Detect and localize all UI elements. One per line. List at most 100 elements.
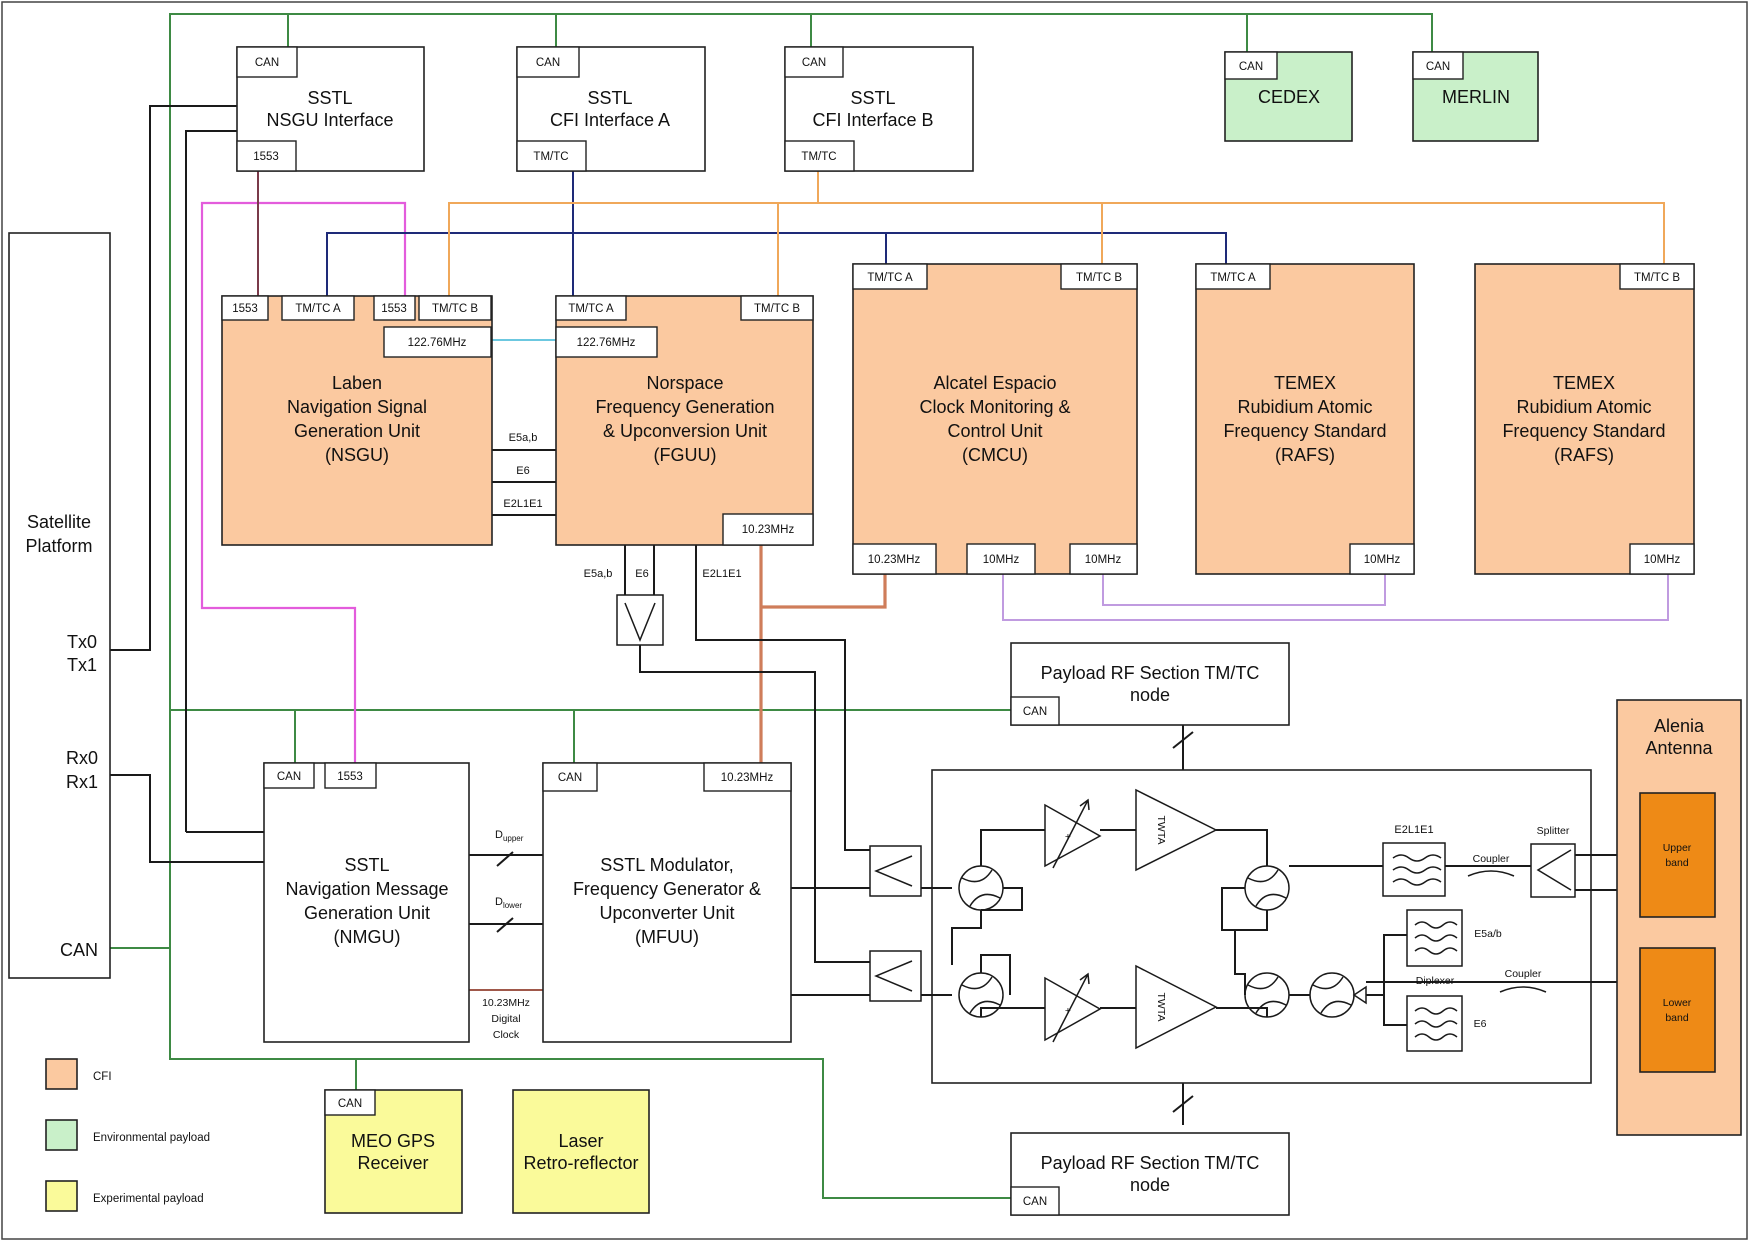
- laben-nsgu: 1553 TM/TC A 1553 TM/TC B 122.76MHz Labe…: [221, 295, 493, 546]
- rafs2-title-line1: TEMEX: [1553, 373, 1615, 393]
- meo-gps-receiver: CAN MEO GPS Receiver: [324, 1089, 463, 1214]
- laser-retro-reflector: Laser Retro-reflector: [512, 1089, 650, 1214]
- svg-text:+: +: [1065, 831, 1071, 843]
- d-lower-label: Dlower: [495, 896, 522, 910]
- port-rx0: Rx0: [66, 748, 98, 768]
- twta-bottom-label: TWTA: [1155, 993, 1167, 1022]
- nsgu-if-1553-port: 1553: [253, 151, 279, 163]
- sstl-cfi-interface-b: CAN TM/TC SSTL CFI Interface B: [784, 46, 974, 172]
- laser-title-line2: Retro-reflector: [523, 1153, 638, 1173]
- satellite-title-line2: Platform: [25, 536, 92, 556]
- sstl-nmgu: CAN 1553 SSTL Navigation Message Generat…: [263, 762, 470, 1043]
- sstl-nsgu-interface: CAN 1553 SSTL NSGU Interface: [236, 46, 425, 172]
- legend-environmental-swatch: [45, 1119, 78, 1151]
- cmcu-10mhz-in-b: 10MHz: [1085, 554, 1122, 566]
- lower-band-line2: band: [1665, 1012, 1689, 1024]
- tmtc-a-wires: [326, 170, 1227, 296]
- cedex-title: CEDEX: [1258, 87, 1320, 107]
- rafs1-title-line1: TEMEX: [1274, 373, 1336, 393]
- satellite-platform: Satellite Platform Tx0 Tx1 Rx0 Rx1 CAN: [8, 232, 111, 979]
- rf-bottom-title-line1: Payload RF Section TM/TC: [1041, 1153, 1260, 1173]
- cedex-unit: CAN CEDEX: [1224, 51, 1353, 142]
- nsgu-title-line1: Laben: [332, 373, 382, 393]
- nsgu-if-title-line2: NSGU Interface: [266, 110, 393, 130]
- nsgu-1553b-port: 1553: [381, 303, 407, 315]
- temex-rafs-2: TM/TC B 10MHz TEMEX Rubidium Atomic Freq…: [1474, 263, 1695, 575]
- port-can: CAN: [60, 940, 98, 960]
- port-rx1: Rx1: [66, 772, 98, 792]
- rafs2-10mhz-port: 10MHz: [1644, 554, 1681, 566]
- rf-top-title-line1: Payload RF Section TM/TC: [1041, 663, 1260, 683]
- cfi-a-tmtc-port: TM/TC: [533, 151, 568, 163]
- rafs1-title-line3: Frequency Standard: [1223, 421, 1386, 441]
- nsgu-clock-port: 122.76MHz: [408, 337, 467, 349]
- nsgu-title-line3: Generation Unit: [294, 421, 420, 441]
- nsgu-tmtcb-port: TM/TC B: [432, 303, 478, 315]
- nsgu-tmtca-port: TM/TC A: [295, 303, 341, 315]
- upper-band-line2: band: [1665, 857, 1689, 869]
- satellite-title-line1: Satellite: [27, 512, 91, 532]
- filter-e2l1e1-icon: [1382, 842, 1446, 897]
- cfi-b-title-line1: SSTL: [850, 88, 895, 108]
- coupler-bottom-label: Coupler: [1505, 968, 1542, 980]
- nsgu-if-can-port: CAN: [255, 57, 279, 69]
- merlin-can-port: CAN: [1426, 61, 1450, 73]
- port-tx1: Tx1: [67, 655, 97, 675]
- rafs1-title-line2: Rubidium Atomic: [1237, 397, 1372, 417]
- payload-rf-tmtc-node-top: CAN Payload RF Section TM/TC node: [1010, 642, 1290, 726]
- 1553-bus-wires: [200, 170, 407, 763]
- digital-clock-line1: 10.23MHz: [482, 997, 530, 1009]
- fguu-out-e2l1e1: E2L1E1: [702, 568, 741, 580]
- output-switch-top-icon: [1244, 865, 1290, 911]
- filter-e6-label: E6: [1474, 1018, 1487, 1030]
- coupler-top-label: Coupler: [1473, 853, 1510, 865]
- fguu-ref-port: 10.23MHz: [742, 524, 795, 536]
- antenna-title-line1: Alenia: [1654, 716, 1705, 736]
- rf-section: + + TWTA TWTA: [869, 769, 1640, 1084]
- cmcu-title-line2: Clock Monitoring &: [919, 397, 1070, 417]
- input-switch-bottom-icon: [958, 972, 1004, 1018]
- platform-data-wires: [110, 105, 264, 863]
- combiner-icon: [616, 594, 664, 646]
- rf-input-combiner-bottom-icon: [869, 950, 922, 1002]
- mfuu-can-port: CAN: [558, 772, 582, 784]
- nmgu-title-line2: Navigation Message: [285, 879, 448, 899]
- digital-clock-line2: Digital: [491, 1013, 520, 1025]
- digital-clock-line3: Clock: [493, 1029, 520, 1041]
- channel-amplifier-top-icon: +: [1044, 798, 1102, 869]
- rafs2-title-line3: Frequency Standard: [1502, 421, 1665, 441]
- rafs2-title-line4: (RAFS): [1554, 445, 1614, 465]
- fguu-title-line4: (FGUU): [654, 445, 717, 465]
- twta-top-icon: TWTA: [1135, 788, 1218, 872]
- cmcu-10mhz-in-a: 10MHz: [983, 554, 1020, 566]
- legend-experimental-label: Experimental payload: [93, 1193, 204, 1205]
- mfuu-ref-port: 10.23MHz: [721, 772, 774, 784]
- can-bus-wires: [110, 13, 1433, 1199]
- nsgu-if-title-line1: SSTL: [307, 88, 352, 108]
- cmcu-title-line1: Alcatel Espacio: [933, 373, 1056, 393]
- cfi-b-can-port: CAN: [802, 57, 826, 69]
- fguu-tmtcb-port: TM/TC B: [754, 303, 800, 315]
- gps-title-line1: MEO GPS: [351, 1131, 435, 1151]
- channel-amplifier-bottom-icon: +: [1044, 972, 1102, 1043]
- filter-e5ab-icon: [1406, 909, 1463, 967]
- upper-band-line1: Upper: [1663, 842, 1692, 854]
- clock-wires: [469, 339, 1669, 991]
- nsgu-e6-signal: E6: [516, 465, 529, 477]
- rf-input-combiner-top-icon: [869, 845, 922, 897]
- fguu-title-line3: & Upconversion Unit: [603, 421, 767, 441]
- coupler-top-icon: [1467, 870, 1515, 877]
- merlin-title: MERLIN: [1442, 87, 1510, 107]
- payload-rf-tmtc-node-bottom: CAN Payload RF Section TM/TC node: [1010, 1132, 1290, 1216]
- fguu-clock-port: 122.76MHz: [577, 337, 636, 349]
- signal-wires: [469, 449, 1194, 1125]
- gps-title-line2: Receiver: [357, 1153, 428, 1173]
- rafs1-title-line4: (RAFS): [1275, 445, 1335, 465]
- sstl-cfi-interface-a: CAN TM/TC SSTL CFI Interface A: [516, 46, 706, 172]
- output-switch-third-icon: [1309, 972, 1367, 1018]
- nsgu-title-line4: (NSGU): [325, 445, 389, 465]
- rf-top-can-port: CAN: [1023, 706, 1047, 718]
- mfuu-title-line3: Upconverter Unit: [599, 903, 734, 923]
- rafs1-10mhz-port: 10MHz: [1364, 554, 1401, 566]
- cmcu-title-line3: Control Unit: [947, 421, 1042, 441]
